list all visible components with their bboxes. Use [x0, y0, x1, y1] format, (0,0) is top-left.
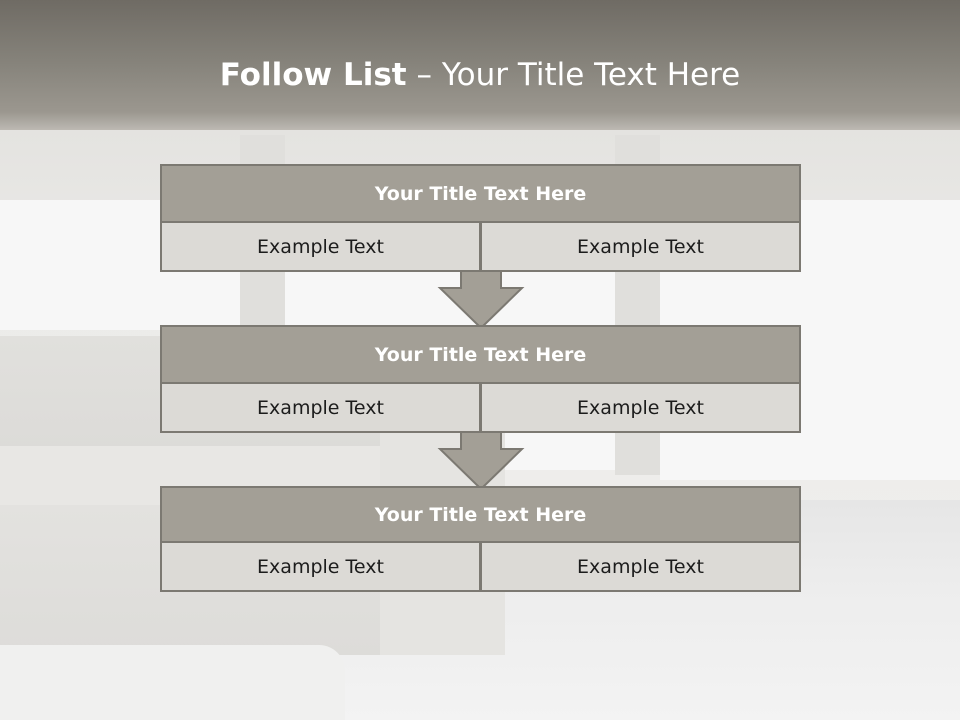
slide-title: Follow List – Your Title Text Here	[0, 55, 960, 95]
slide-title-bold: Follow List	[219, 57, 407, 93]
flow-block-cell-left: Example Text	[160, 382, 481, 433]
down-arrow-icon	[437, 431, 525, 491]
flow-block-title: Your Title Text Here	[160, 164, 801, 223]
flow-block-cell-right: Example Text	[480, 541, 801, 592]
flow-block-row: Example Text Example Text	[160, 221, 801, 272]
flow-block-cell-right: Example Text	[480, 221, 801, 272]
flow-block-row: Example Text Example Text	[160, 382, 801, 433]
flow-block-cell-left: Example Text	[160, 221, 481, 272]
flow-block-cell-left: Example Text	[160, 541, 481, 592]
flow-block-title: Your Title Text Here	[160, 486, 801, 543]
flow-block-row: Example Text Example Text	[160, 541, 801, 592]
background-top-band	[0, 0, 960, 140]
flow-block-cell-right: Example Text	[480, 382, 801, 433]
flow-block: Your Title Text Here Example Text Exampl…	[160, 164, 801, 272]
flow-block-title: Your Title Text Here	[160, 325, 801, 384]
slide-title-rest: – Your Title Text Here	[416, 57, 741, 93]
flow-block: Your Title Text Here Example Text Exampl…	[160, 325, 801, 433]
flow-block: Your Title Text Here Example Text Exampl…	[160, 486, 801, 592]
down-arrow-icon	[437, 270, 525, 330]
background-rug	[0, 645, 345, 720]
